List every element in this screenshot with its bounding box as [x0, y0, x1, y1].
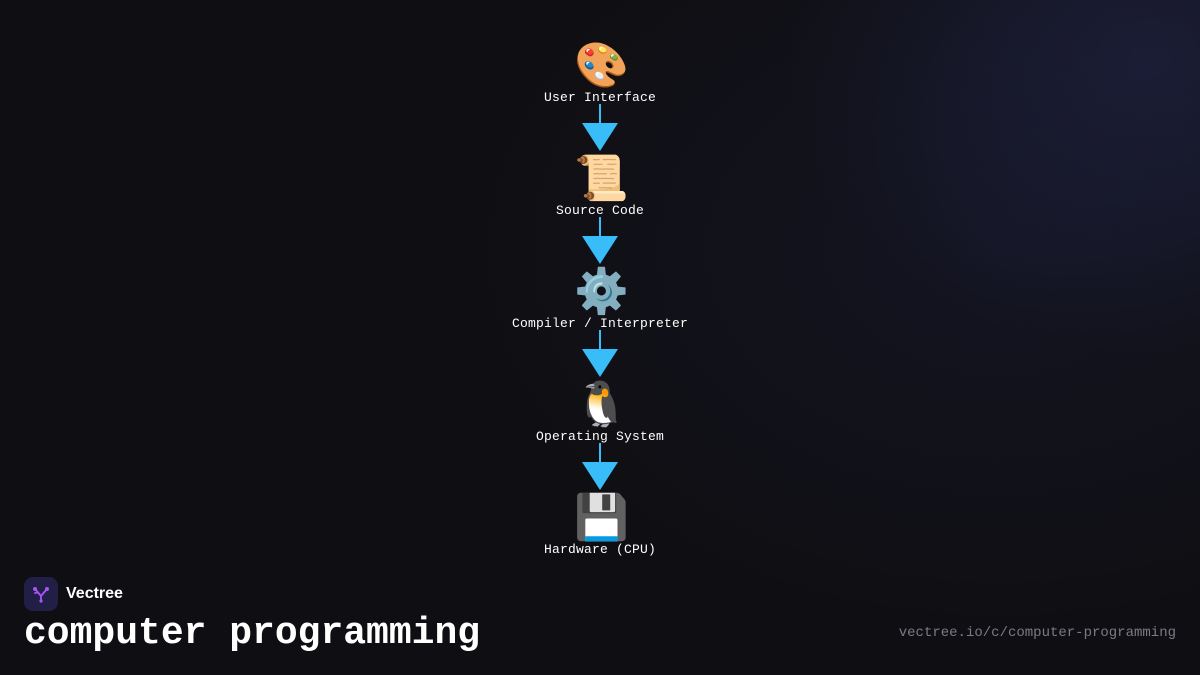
node-label: Source Code	[555, 203, 644, 218]
brand[interactable]: Vectree	[24, 577, 123, 611]
floppy-disk-icon: 💾	[574, 492, 629, 543]
arrow-down	[582, 104, 618, 151]
node-hardware-cpu: 💾 Hardware (CPU)	[400, 494, 800, 558]
node-label: Operating System	[535, 429, 665, 444]
gear-icon: ⚙️	[574, 266, 629, 317]
page-url[interactable]: vectree.io/c/computer-programming	[898, 625, 1176, 641]
penguin-icon: 🐧	[574, 379, 629, 430]
node-user-interface: 🎨 User Interface	[400, 42, 800, 106]
artist-palette-icon: 🎨	[574, 40, 629, 91]
scroll-icon: 📜	[574, 153, 629, 204]
arrow-down	[582, 330, 618, 377]
node-label: User Interface	[543, 90, 657, 105]
node-label: Compiler / Interpreter	[511, 316, 689, 331]
node-compiler-interpreter: ⚙️ Compiler / Interpreter	[400, 268, 800, 332]
node-source-code: 📜 Source Code	[400, 155, 800, 219]
brand-name: Vectree	[66, 585, 123, 602]
tree-branch-icon	[33, 587, 49, 603]
vectree-logo-icon	[24, 577, 58, 611]
node-label: Hardware (CPU)	[543, 542, 657, 557]
page-title: computer programming	[24, 612, 481, 655]
arrow-down	[582, 443, 618, 490]
arrow-down	[582, 217, 618, 264]
node-operating-system: 🐧 Operating System	[400, 381, 800, 445]
